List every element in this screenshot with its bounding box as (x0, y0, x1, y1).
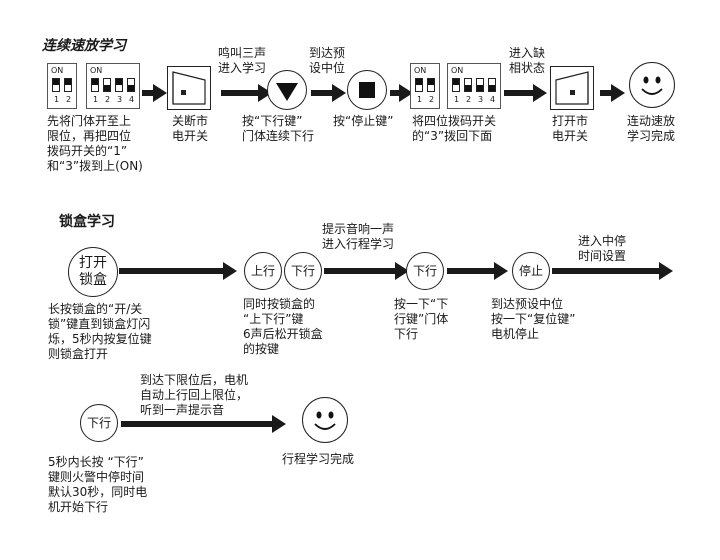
dip-num: 3 (117, 95, 123, 104)
dip-toggle (427, 78, 435, 92)
after-limit-note: 到达下限位后，电机 自动上行回上限位， 听到一声提示音 (140, 373, 249, 417)
dip-on-label: ON (414, 66, 427, 75)
dip-toggle (415, 78, 423, 92)
flow-arrow (447, 262, 508, 280)
power-off-label: 关断市 电开关 (172, 114, 209, 143)
dip-num: 2 (466, 95, 472, 104)
done-label-2: 行程学习完成 (282, 452, 355, 466)
press-down-note: 按一下“下 行键”门体 下行 (394, 297, 449, 341)
smiley-icon (302, 397, 348, 443)
open-lock-circle: 打开 锁盒 (68, 247, 118, 297)
section1-title: 连续速放学习 (42, 38, 126, 54)
dip-toggle (52, 78, 60, 92)
long-press-note: 长按锁盒的“开/关 锁”键直到锁盒灯闪 烁，5秒内按复位键 则锁盒打开 (48, 302, 152, 361)
dip-on-label: ON (90, 66, 103, 75)
dip-note: 先将门体开至上 限位，再把四位 拨码开关的“1” 和“3”拨到上(ON) (47, 114, 143, 173)
flow-arrow (221, 84, 272, 102)
dip-toggle (488, 78, 496, 92)
flow-arrow (311, 84, 346, 102)
dip-toggle (452, 78, 460, 92)
reach-preset-label: 到达预 设中位 (309, 46, 346, 75)
down-key-icon (267, 70, 307, 110)
down-key-circle-2: 下行 (406, 252, 444, 290)
dip-num: 1 (454, 95, 460, 104)
flow-arrow (121, 415, 286, 433)
section2-title: 锁盒学习 (59, 214, 115, 230)
dip-switch-4pos: ON 1 2 3 4 (447, 63, 501, 109)
stop-key-icon (347, 70, 387, 110)
dip-num: 1 (54, 95, 60, 104)
power-switch-off-icon (167, 66, 211, 110)
stop-key-note: 按“停止键” (333, 114, 394, 128)
power-switch-on-icon (550, 66, 594, 110)
flow-arrow (552, 262, 673, 280)
dip-on-label: ON (451, 66, 464, 75)
dip-num: 2 (429, 95, 435, 104)
five-sec-note: 5秒内长按 “下行” 键则火警中停时间 默认30秒，同时电 机开始下行 (48, 455, 148, 514)
enter-missing-label: 进入缺 相状态 (509, 46, 546, 75)
stop-key-circle: 停止 (512, 252, 550, 290)
dip-num: 4 (129, 95, 135, 104)
dip-switch-2pos: ON 1 2 (47, 63, 77, 109)
beep-label: 鸣叫三声 进入学习 (218, 46, 267, 75)
smiley-icon (629, 62, 675, 108)
dip-toggle (91, 78, 99, 92)
dip-num: 1 (93, 95, 99, 104)
flow-arrow (600, 84, 625, 102)
flow-arrow (504, 84, 547, 102)
dip-num: 2 (105, 95, 111, 104)
dip-toggle (476, 78, 484, 92)
dip-toggle (127, 78, 135, 92)
dip-back-note: 将四位拨码开关 的“3”拨回下面 (412, 114, 497, 143)
down-key-circle: 下行 (284, 252, 322, 290)
dip-toggle (115, 78, 123, 92)
dip-num: 4 (490, 95, 496, 104)
dip-num: 2 (66, 95, 72, 104)
reach-mid-note: 到达预设中位 按一下“复位键” 电机停止 (491, 297, 576, 341)
flow-arrow (119, 262, 237, 280)
dip-toggle (64, 78, 72, 92)
dip-on-label: ON (51, 66, 64, 75)
dip-num: 3 (478, 95, 484, 104)
dip-toggle (464, 78, 472, 92)
down-key-circle-3: 下行 (80, 404, 118, 442)
down-key-note: 按“下行键” 门体连续下行 (242, 114, 315, 143)
dip-switch-2pos: ON 1 2 (410, 63, 440, 109)
flow-arrow (142, 84, 167, 102)
done-label-1: 连动速放 学习完成 (627, 114, 676, 143)
up-key-circle: 上行 (244, 252, 282, 290)
dip-num: 1 (417, 95, 423, 104)
enter-pause-label: 进入中停 时间设置 (578, 234, 627, 263)
dip-switch-4pos: ON 1 2 3 4 (86, 63, 140, 109)
dip-toggle (103, 78, 111, 92)
flow-arrow (324, 262, 409, 280)
power-on-label: 打开市 电开关 (552, 114, 589, 143)
prompt-label: 提示音响一声 进入行程学习 (322, 222, 395, 251)
press-both-note: 同时按锁盒的 “上下行”键 6声后松开锁盒 的按键 (243, 297, 323, 356)
flow-arrow (390, 84, 413, 102)
